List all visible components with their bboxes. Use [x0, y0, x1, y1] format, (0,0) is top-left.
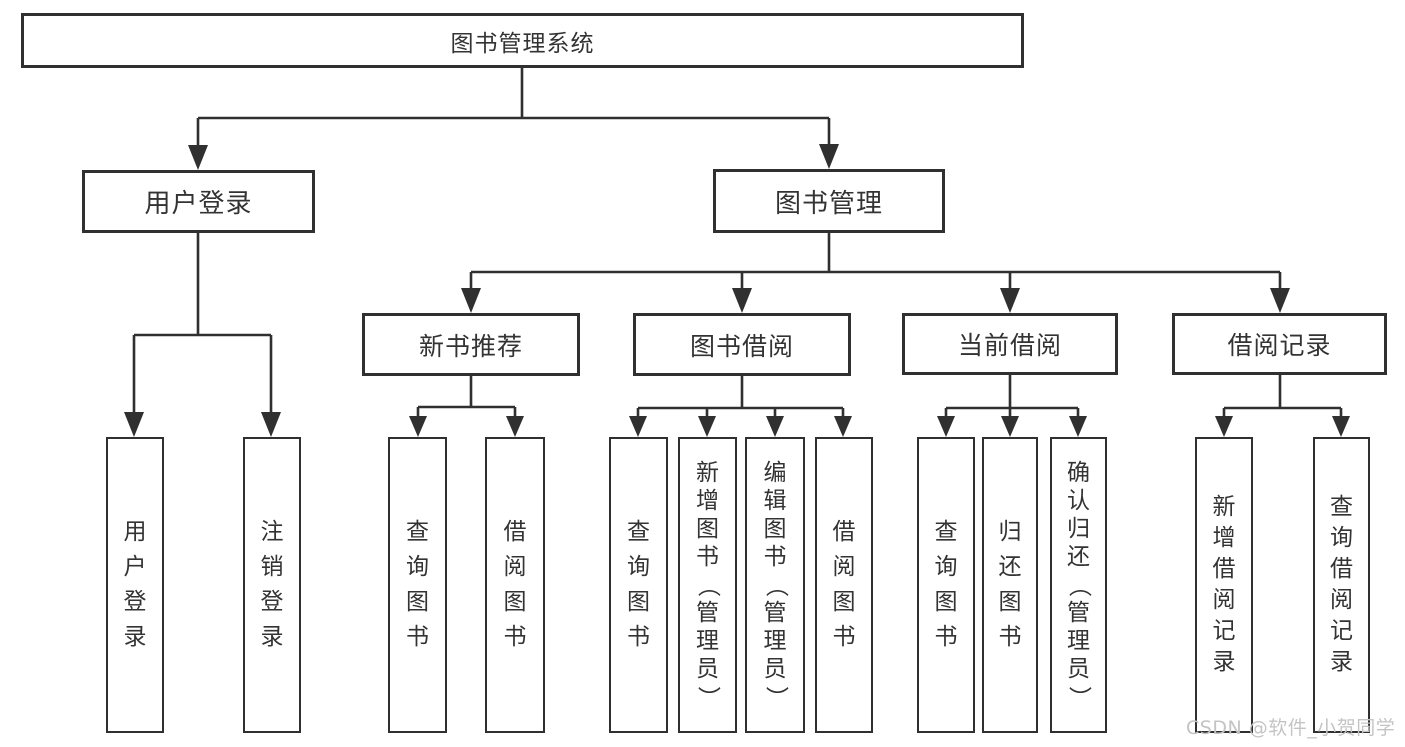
leaf-bb-add-books-admin-label: 新增图书（管理员） — [695, 459, 721, 709]
node-borrow-records-label: 借阅记录 — [1227, 331, 1332, 360]
leaf-br-add-record-label: 新增借阅记录 — [1212, 494, 1236, 675]
leaf-bb-add-books-admin: 新增图书（管理员） — [678, 437, 737, 733]
leaf-cb-query-books-label: 查询图书 — [934, 519, 958, 650]
leaf-bb-query-books: 查询图书 — [609, 437, 668, 733]
leaf-cb-return-books: 归还图书 — [982, 437, 1038, 733]
leaf-nbr-query-books-label: 查询图书 — [406, 519, 429, 650]
edges-new-book-recommend-to-leaves — [409, 376, 524, 437]
edges-root-to-level2 — [188, 68, 839, 170]
node-current-borrow: 当前借阅 — [902, 313, 1118, 375]
node-root-label: 图书管理系统 — [450, 30, 595, 57]
node-book-borrow: 图书借阅 — [633, 313, 851, 376]
leaf-nbr-query-books: 查询图书 — [388, 437, 447, 733]
leaf-cb-confirm-return-admin-label: 确认归还（管理员） — [1066, 459, 1092, 709]
node-root-system: 图书管理系统 — [21, 13, 1024, 68]
leaf-bb-edit-books-admin-label: 编辑图书（管理员） — [762, 459, 789, 709]
leaf-cb-query-books: 查询图书 — [917, 437, 975, 733]
node-book-management: 图书管理 — [713, 169, 945, 233]
leaf-bb-borrow-books-label: 借阅图书 — [832, 519, 856, 650]
edges-book-borrow-to-leaves — [629, 376, 852, 437]
leaf-user-login-label: 用户登录 — [123, 519, 147, 650]
node-user-login: 用户登录 — [82, 170, 315, 233]
leaf-cb-return-books-label: 归还图书 — [998, 519, 1022, 650]
leaf-nbr-borrow-books-label: 借阅图书 — [503, 519, 527, 650]
node-new-book-recommend: 新书推荐 — [362, 313, 580, 376]
leaf-logout-label: 注销登录 — [260, 519, 284, 650]
node-book-management-label: 图书管理 — [774, 188, 883, 219]
leaf-bb-borrow-books: 借阅图书 — [815, 437, 873, 733]
edges-borrow-records-to-leaves — [1215, 375, 1350, 437]
edges-user-login-to-leaves — [124, 233, 281, 437]
edges-book-management-to-level3 — [461, 233, 1290, 313]
leaf-bb-edit-books-admin: 编辑图书（管理员） — [745, 437, 805, 733]
leaf-logout: 注销登录 — [243, 437, 301, 733]
node-book-borrow-label: 图书借阅 — [689, 331, 794, 361]
node-borrow-records: 借阅记录 — [1172, 313, 1387, 375]
csdn-watermark: CSDN @软件_小贺同学 — [1186, 717, 1396, 739]
node-user-login-label: 用户登录 — [144, 189, 253, 219]
leaf-br-query-record-label: 查询借阅记录 — [1330, 494, 1353, 675]
leaf-bb-query-books-label: 查询图书 — [627, 519, 650, 650]
node-new-book-recommend-label: 新书推荐 — [418, 331, 523, 361]
node-current-borrow-label: 当前借阅 — [957, 331, 1062, 360]
edges-current-borrow-to-leaves — [937, 375, 1087, 437]
leaf-nbr-borrow-books: 借阅图书 — [485, 437, 545, 733]
leaf-cb-confirm-return-admin: 确认归还（管理员） — [1050, 437, 1107, 733]
leaf-user-login: 用户登录 — [106, 437, 164, 733]
leaf-br-query-record: 查询借阅记录 — [1313, 437, 1370, 733]
leaf-br-add-record: 新增借阅记录 — [1195, 437, 1253, 733]
